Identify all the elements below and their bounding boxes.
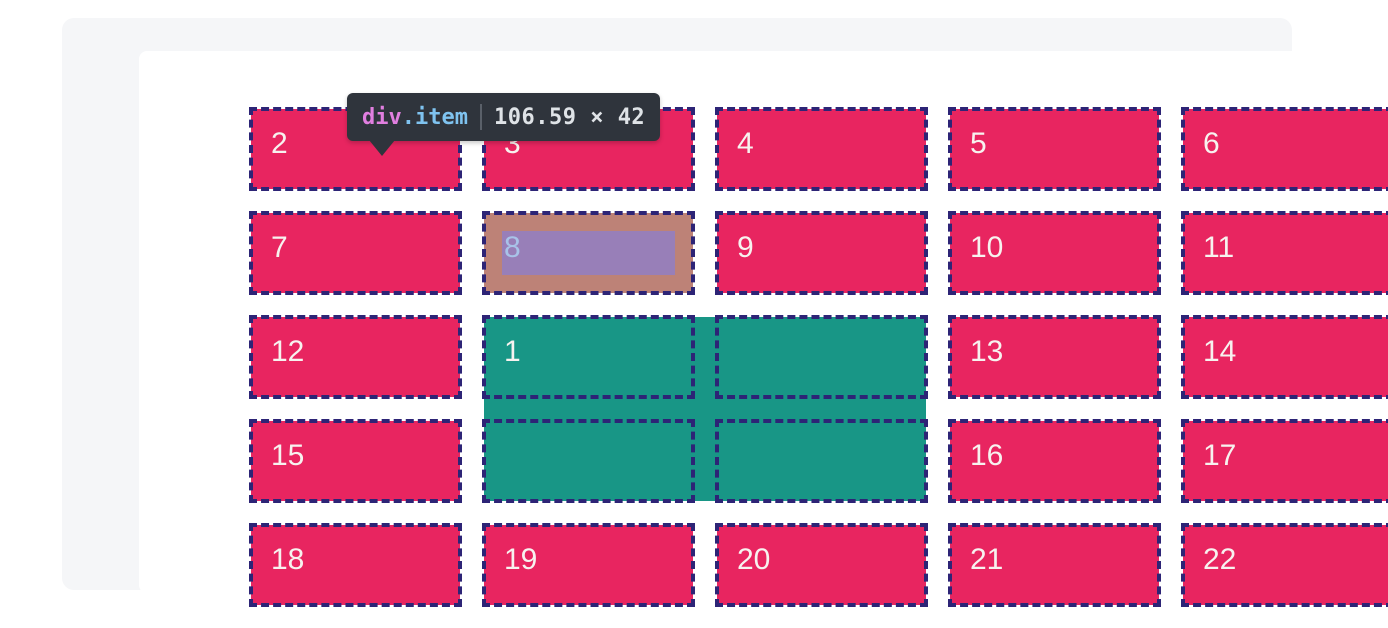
tooltip-class-name: .item bbox=[401, 104, 468, 130]
grid-item-number: 12 bbox=[271, 335, 305, 368]
grid-item-7[interactable]: 7 bbox=[251, 213, 460, 293]
grid-item-number: 20 bbox=[737, 543, 771, 576]
tooltip-dimensions: 106.59 × 42 bbox=[493, 104, 646, 130]
grid-item-number: 5 bbox=[970, 127, 987, 160]
grid-item-4[interactable]: 4 bbox=[717, 109, 926, 189]
grid-item-number: 18 bbox=[271, 543, 305, 576]
grid-item-15[interactable]: 15 bbox=[251, 421, 460, 501]
grid-item-number: 17 bbox=[1203, 439, 1237, 472]
grid-item-20[interactable]: 20 bbox=[717, 525, 926, 605]
grid-item-10[interactable]: 10 bbox=[950, 213, 1159, 293]
grid-item-11[interactable]: 11 bbox=[1183, 213, 1388, 293]
devtools-element-tooltip: div.item 106.59 × 42 bbox=[347, 93, 661, 156]
grid-item-12[interactable]: 12 bbox=[251, 317, 460, 397]
grid-item-14[interactable]: 14 bbox=[1183, 317, 1388, 397]
grid-item-number: 2 bbox=[271, 127, 288, 160]
tooltip-tag-name: div bbox=[362, 104, 402, 130]
grid-item-16[interactable]: 16 bbox=[950, 421, 1159, 501]
grid-item-18[interactable]: 18 bbox=[251, 525, 460, 605]
grid-item-9[interactable]: 9 bbox=[717, 213, 926, 293]
grid-item-number: 21 bbox=[970, 543, 1004, 576]
grid-item-22[interactable]: 22 bbox=[1183, 525, 1388, 605]
grid-item-number: 16 bbox=[970, 439, 1004, 472]
grid-item-number: 1 bbox=[504, 335, 521, 368]
grid-item-number: 19 bbox=[504, 543, 538, 576]
grid-item-17[interactable]: 17 bbox=[1183, 421, 1388, 501]
grid-item-number: 4 bbox=[737, 127, 754, 160]
grid-item-number: 15 bbox=[271, 439, 305, 472]
grid-item-number: 7 bbox=[271, 231, 288, 264]
grid-item-number: 9 bbox=[737, 231, 754, 264]
grid-item-13[interactable]: 13 bbox=[950, 317, 1159, 397]
grid-item-number: 14 bbox=[1203, 335, 1237, 368]
grid-item-5[interactable]: 5 bbox=[950, 109, 1159, 189]
tooltip-separator bbox=[479, 104, 482, 130]
grid-item-8[interactable]: 8 bbox=[484, 213, 693, 293]
tooltip-arrow bbox=[369, 140, 395, 156]
grid-item-number: 13 bbox=[970, 335, 1004, 368]
grid-item-number: 11 bbox=[1203, 231, 1235, 264]
inspected-content-box bbox=[502, 231, 675, 275]
grid-item-6[interactable]: 6 bbox=[1183, 109, 1388, 189]
grid-item-21[interactable]: 21 bbox=[950, 525, 1159, 605]
grid-item-1[interactable]: 1 bbox=[484, 317, 926, 501]
grid-item-19[interactable]: 19 bbox=[484, 525, 693, 605]
grid-item-number: 8 bbox=[504, 231, 521, 264]
grid-item-number: 6 bbox=[1203, 127, 1220, 160]
grid-item-number: 22 bbox=[1203, 543, 1237, 576]
grid-item-number: 10 bbox=[970, 231, 1004, 264]
